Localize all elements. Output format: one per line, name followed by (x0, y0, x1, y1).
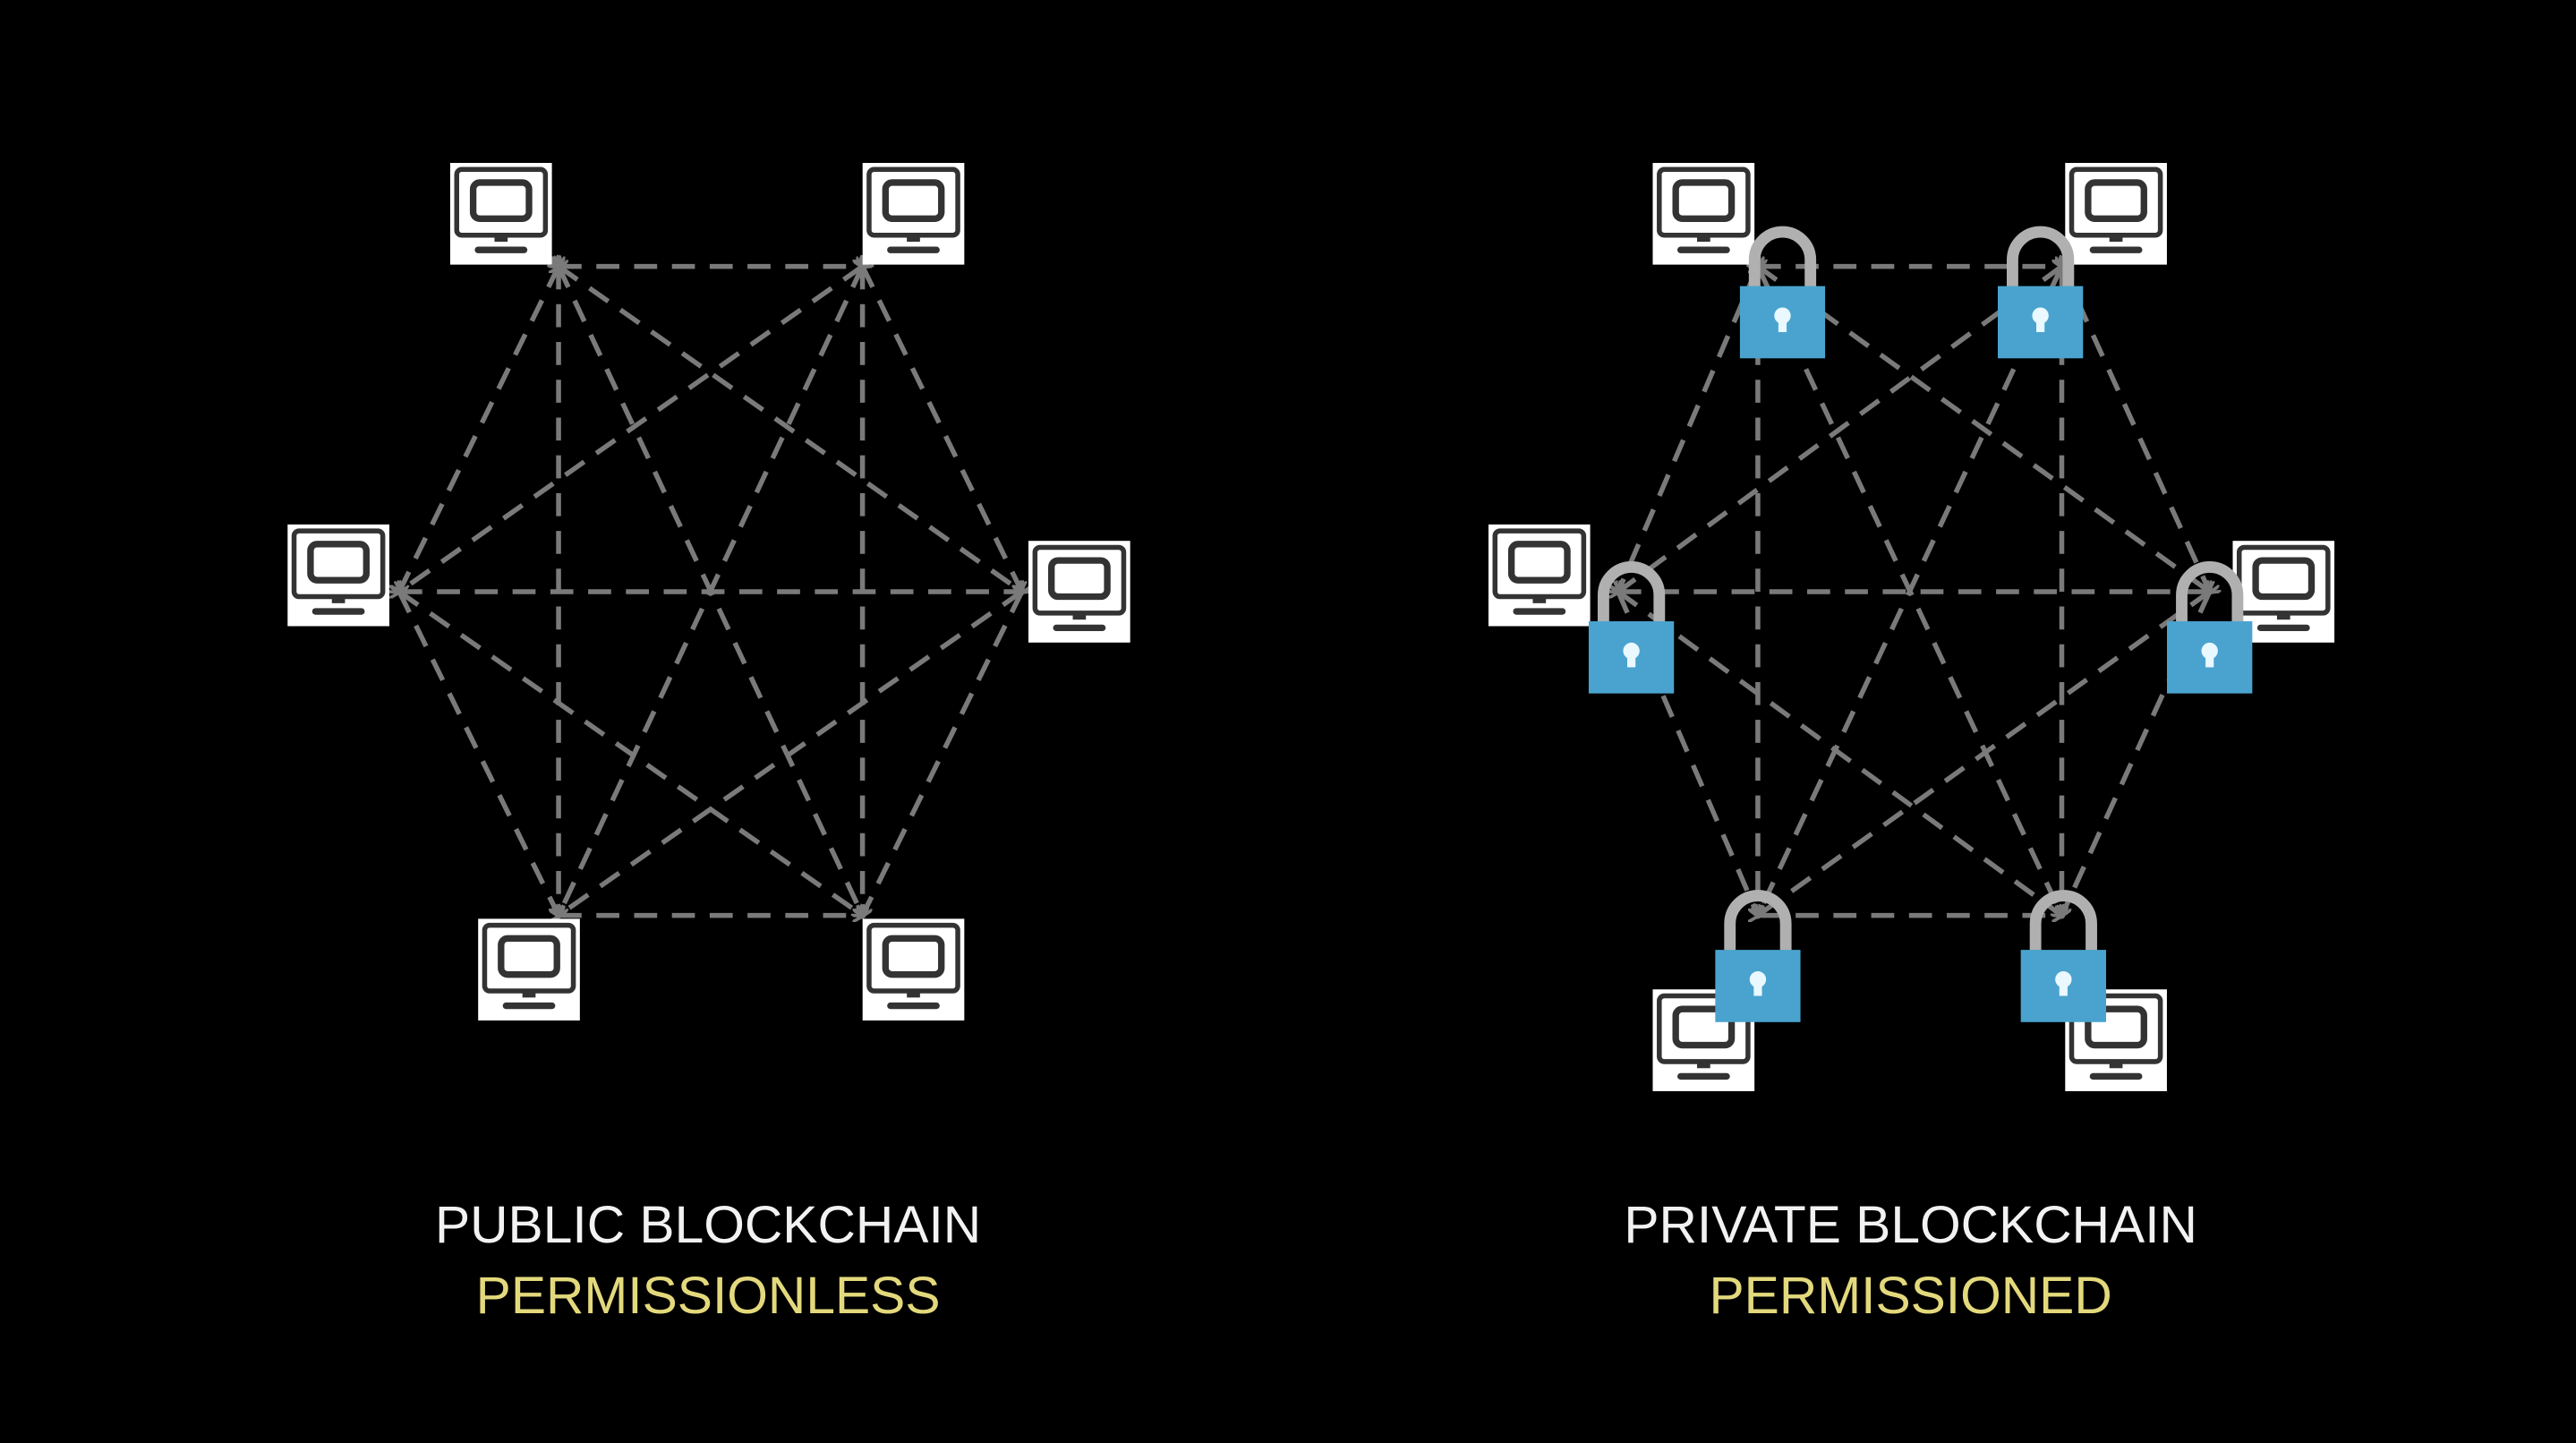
computer-icon (478, 918, 580, 1020)
padlock-icon (1740, 232, 1825, 358)
public-title: PUBLIC BLOCKCHAIN (435, 1196, 981, 1254)
padlock-icon (1589, 567, 1674, 693)
network-link (1758, 592, 2210, 916)
computer-icon (450, 163, 552, 265)
network-link (1618, 592, 2062, 916)
public-subtitle: PERMISSIONLESS (476, 1267, 941, 1325)
computer-icon (2065, 163, 2167, 265)
private-network (1488, 163, 2334, 1091)
computer-icon (1652, 163, 1754, 265)
private-title: PRIVATE BLOCKCHAIN (1624, 1196, 2197, 1254)
padlock-icon (1998, 232, 2083, 358)
network-link (399, 267, 559, 592)
network-link (1618, 267, 2062, 592)
computer-icon (863, 918, 965, 1020)
network-link (399, 592, 559, 916)
network-link (863, 267, 1022, 592)
computer-icon (1028, 541, 1130, 643)
public-network (287, 163, 1130, 1020)
network-link (1758, 267, 2210, 592)
computer-icon (863, 163, 965, 265)
computer-icon (1488, 525, 1591, 627)
network-link (863, 592, 1022, 916)
computer-icon (287, 525, 389, 627)
network-link (2062, 267, 2210, 592)
private-subtitle: PERMISSIONED (1710, 1267, 2112, 1325)
